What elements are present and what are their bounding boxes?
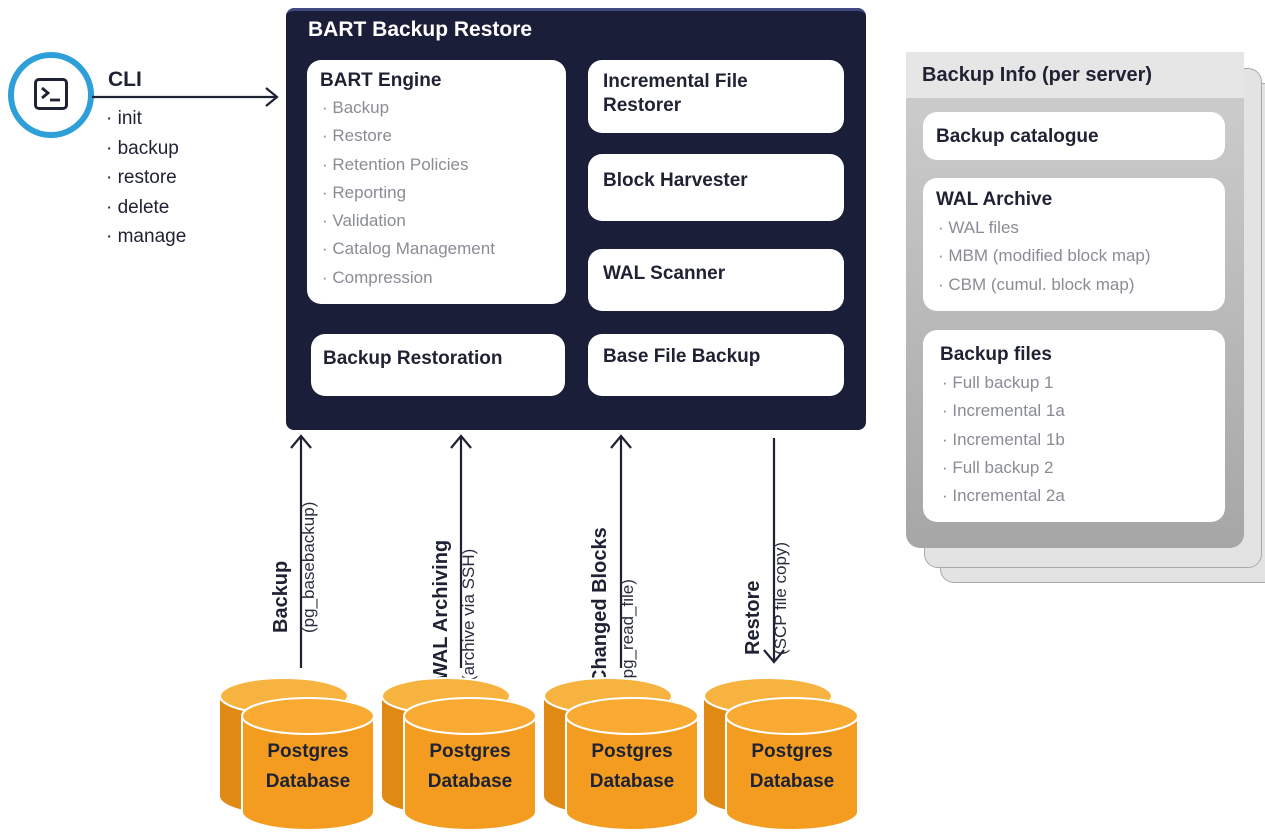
database-icon xyxy=(703,677,859,831)
incremental-file-restorer-line: Incremental File xyxy=(603,71,748,92)
database-icon xyxy=(219,677,375,831)
backup-info-header: Backup Info (per server) xyxy=(906,52,1244,98)
cli-command-item: · restore xyxy=(106,167,177,188)
database-icon xyxy=(543,677,699,831)
block-harvester-card: Block Harvester xyxy=(588,154,844,221)
database-label: Postgres Database xyxy=(238,737,378,797)
cli-to-bart-arrow xyxy=(92,87,279,107)
backup-file-item: · Incremental 1a xyxy=(942,401,1065,421)
backup-restoration-card: Backup Restoration xyxy=(311,334,565,396)
bart-engine-list: · Backup · Restore · Retention Policies … xyxy=(320,94,566,292)
flow-label-main: Restore xyxy=(742,580,764,655)
wal-archive-item: · MBM (modified block map) xyxy=(938,246,1151,266)
flow-label-main: WAL Archiving xyxy=(430,539,452,681)
database-label-line: Postgres xyxy=(429,741,511,762)
incremental-file-restorer-line: Restorer xyxy=(603,95,682,116)
backup-files-list: · Full backup 1 · Incremental 1a · Incre… xyxy=(940,369,1225,510)
flow-label-main: Changed Blocks xyxy=(589,527,611,684)
flow-label-sub: (pg_basebackup) xyxy=(299,501,318,633)
flow-label-sub: (pg_read_file) xyxy=(618,579,637,684)
flow-label-sub: (SCP file copy) xyxy=(771,541,790,655)
cli-command-item: · manage xyxy=(106,226,187,247)
wal-archive-item: · CBM (cumul. block map) xyxy=(938,274,1135,294)
backup-catalogue-card: Backup catalogue xyxy=(923,112,1225,160)
base-file-backup-card: Base File Backup xyxy=(588,334,844,396)
database-label: Postgres Database xyxy=(722,737,862,797)
bart-panel: BART Backup Restore BART Engine · Backup… xyxy=(286,8,866,430)
flow-arrow-wal-archiving xyxy=(450,434,472,668)
backup-file-item: · Full backup 1 xyxy=(942,373,1054,392)
database-label-line: Database xyxy=(749,771,835,792)
flow-label-wal-archiving: WAL Archiving (archive via SSH) xyxy=(430,540,479,681)
incremental-file-restorer-card: Incremental File Restorer xyxy=(588,60,844,133)
flow-label-changed-blocks: Changed Blocks (pg_read_file) xyxy=(589,527,638,684)
wal-archive-item: · WAL files xyxy=(938,218,1019,237)
wal-archive-list: · WAL files · MBM (modified block map) ·… xyxy=(936,214,1225,299)
block-harvester-title: Block Harvester xyxy=(603,170,748,191)
backup-restoration-title: Backup Restoration xyxy=(323,348,503,369)
cli-command-item: · delete xyxy=(106,196,170,218)
backup-catalogue-title: Backup catalogue xyxy=(936,126,1099,147)
backup-info-panel: Backup Info (per server) Backup catalogu… xyxy=(906,52,1244,548)
database-label-line: Postgres xyxy=(591,741,673,762)
backup-file-item: · Full backup 2 xyxy=(942,457,1054,477)
database-label-line: Database xyxy=(589,771,675,792)
engine-item: · Retention Policies xyxy=(322,154,469,174)
engine-item: · Restore xyxy=(322,126,392,146)
bart-engine-title: BART Engine xyxy=(320,70,442,91)
engine-item: · Catalog Management xyxy=(322,239,495,259)
wal-archive-title: WAL Archive xyxy=(936,189,1053,210)
database-label-line: Postgres xyxy=(267,741,349,762)
backup-file-item: · Incremental 1b xyxy=(942,429,1065,449)
wal-archive-card: WAL Archive · WAL files · MBM (modified … xyxy=(923,178,1225,311)
cli-command-item: · init xyxy=(106,108,142,129)
flow-label-main: Backup xyxy=(270,560,292,633)
flow-arrow-restore xyxy=(763,438,785,664)
wal-scanner-card: WAL Scanner xyxy=(588,249,844,311)
engine-item: · Reporting xyxy=(322,182,407,202)
flow-arrow-changed-blocks xyxy=(610,434,632,668)
database-label: Postgres Database xyxy=(562,737,702,797)
engine-item: · Backup xyxy=(322,98,390,117)
backup-files-title: Backup files xyxy=(940,344,1052,365)
cli-icon-ring xyxy=(8,52,94,138)
engine-item: · Compression xyxy=(322,267,433,287)
database-label-line: Postgres xyxy=(751,741,833,762)
base-file-backup-title: Base File Backup xyxy=(603,346,761,367)
wal-scanner-title: WAL Scanner xyxy=(603,263,726,284)
database-label-line: Database xyxy=(265,771,351,792)
flow-label-backup: Backup (pg_basebackup) xyxy=(270,502,319,633)
backup-info-title: Backup Info (per server) xyxy=(922,64,1153,86)
flow-label-sub: (archive via SSH) xyxy=(459,548,478,681)
bart-engine-card: BART Engine · Backup · Restore · Retenti… xyxy=(307,60,566,304)
backup-files-card: Backup files · Full backup 1 · Increment… xyxy=(923,330,1225,522)
terminal-icon xyxy=(34,78,68,110)
flow-arrow-backup xyxy=(290,434,312,668)
engine-item: · Validation xyxy=(322,211,406,231)
cli-command-list: · init · backup · restore · delete · man… xyxy=(106,104,186,252)
cli-title: CLI xyxy=(108,68,142,91)
database-label: Postgres Database xyxy=(400,737,540,797)
backup-file-item: · Incremental 2a xyxy=(942,486,1065,506)
cli-command-item: · backup xyxy=(106,137,179,159)
bart-title: BART Backup Restore xyxy=(308,18,533,41)
database-icon xyxy=(381,677,537,831)
flow-label-restore: Restore (SCP file copy) xyxy=(742,542,791,655)
database-label-line: Database xyxy=(427,771,513,792)
